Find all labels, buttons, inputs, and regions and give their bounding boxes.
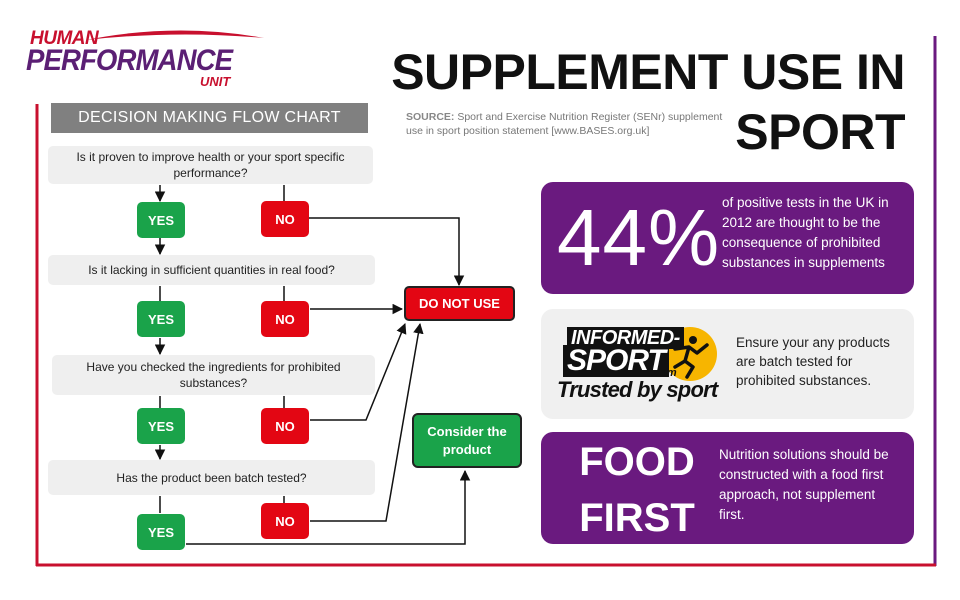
frame-border [35,34,937,567]
human-performance-unit-logo: HUMAN PERFORMANCE UNIT [26,26,266,89]
logo-sport-text: SPORT [563,345,669,377]
title-line1: SUPPLEMENT USE IN [391,44,905,100]
source-note: SOURCE: Sport and Exercise Nutrition Reg… [406,110,736,138]
no-box-3: NO [261,408,309,444]
stat-value: 44% [557,193,721,282]
question-2: Is it lacking in sufficient quantities i… [48,255,375,285]
flowchart-header: DECISION MAKING FLOW CHART [51,103,368,133]
yes-box-2: YES [137,301,185,337]
informed-sport-card: INFORMED- SPORT .com Trusted by sport En… [541,309,914,419]
food-first-line1: FOOD [579,440,695,484]
question-3: Have you checked the ingredients for pro… [52,355,375,395]
source-text: Sport and Exercise Nutrition Register (S… [406,111,723,137]
food-first-line2: FIRST [579,496,695,540]
question-4: Has the product been batch tested? [48,460,375,495]
yes-box-1: YES [137,202,185,238]
logo-swoosh-icon [86,30,264,40]
logo-line1: HUMAN [30,28,99,49]
logo-line3: UNIT [200,74,231,89]
question-1: Is it proven to improve health or your s… [48,146,373,184]
yes-box-3: YES [137,408,185,444]
do-not-use-box: DO NOT USE [404,286,515,321]
arrow-no4-to-donotuse [310,322,424,522]
logo-domain-text: .com [651,367,677,379]
arrow-no1-to-donotuse [308,217,465,287]
no-box-4: NO [261,503,309,539]
title-line2: SPORT [735,104,905,160]
food-first-text: Nutrition solutions should be constructe… [719,447,889,522]
yes-box-4: YES [137,514,185,550]
no-box-1: NO [261,201,309,237]
logo-line2: PERFORMANCE [26,44,233,77]
informed-sport-logo: INFORMED- SPORT .com Trusted by sport [551,323,721,407]
no-box-2: NO [261,301,309,337]
informed-sport-text: Ensure your any products are batch teste… [736,335,890,388]
source-label: SOURCE: [406,111,455,123]
arrow-yes4-to-consider [186,469,471,545]
food-first-heading: FOOD FIRST [557,434,717,546]
logo-tagline: Trusted by sport [557,377,718,402]
stat-card: 44% of positive tests in the UK in 2012 … [541,182,914,294]
food-first-card: FOOD FIRST Nutrition solutions should be… [541,432,914,544]
stat-text: of positive tests in the UK in 2012 are … [722,195,889,270]
arrow-no3-to-donotuse [310,323,407,421]
consider-product-box: Consider the product [412,413,522,468]
logo-informed-text: INFORMED- [567,327,684,349]
